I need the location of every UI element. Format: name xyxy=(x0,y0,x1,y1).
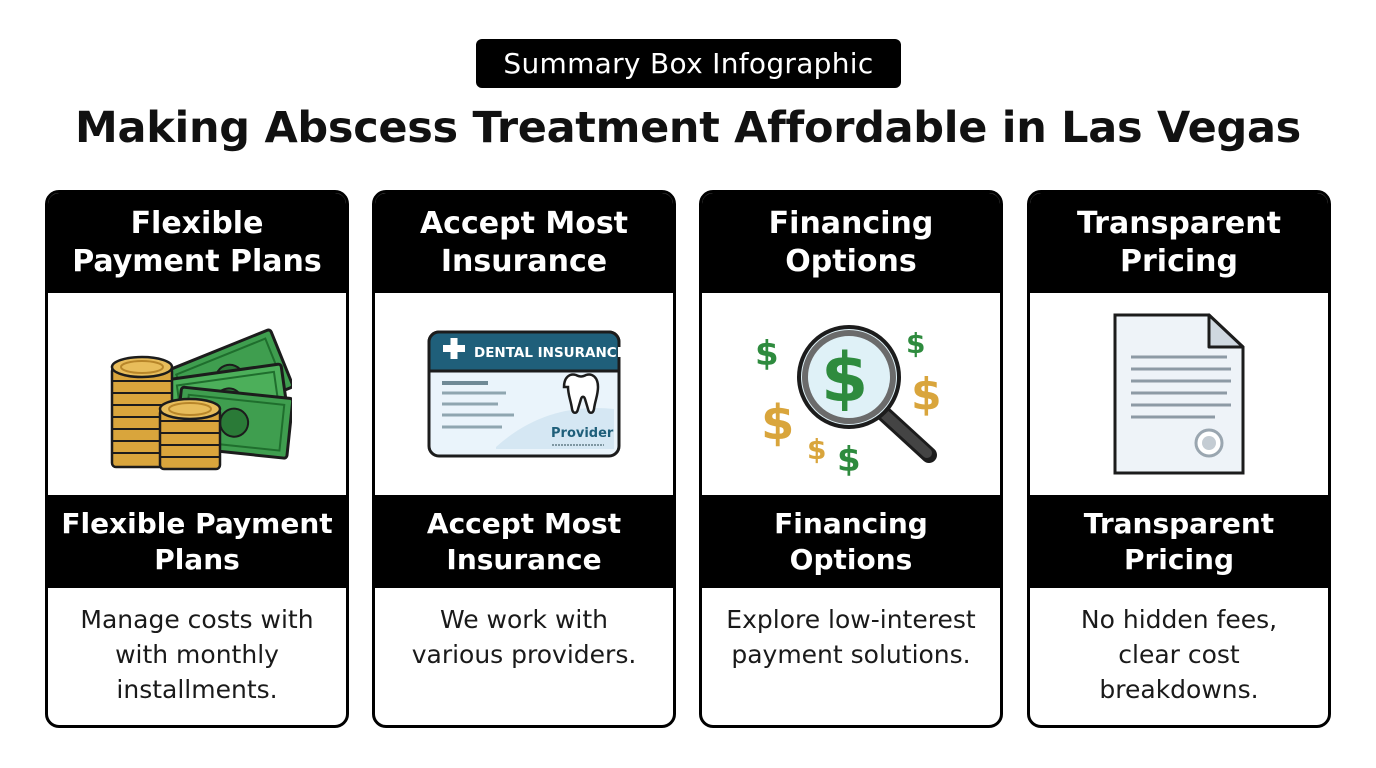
card-subheader: Accept Most Insurance xyxy=(375,495,673,588)
page-title: Making Abscess Treatment Affordable in L… xyxy=(75,103,1301,153)
card-accept-insurance: Accept Most Insurance DENTAL INSURANCE P… xyxy=(372,190,676,728)
magnifier-dollar-icon: $ $ $ $ $ $ $ xyxy=(702,293,1000,495)
card-financing-options: Financing Options $ $ $ $ $ $ $ Financin… xyxy=(699,190,1003,728)
svg-text:$: $ xyxy=(911,369,942,420)
card-subheader: Flexible Payment Plans xyxy=(48,495,346,588)
card-description: No hidden fees, clear cost breakdowns. xyxy=(1080,605,1278,704)
card-flexible-payment: Flexible Payment Plans xyxy=(45,190,349,728)
card-header: Financing Options xyxy=(702,193,1000,293)
card-description: Manage costs with with monthly installme… xyxy=(80,605,314,704)
insurance-card-title: DENTAL INSURANCE xyxy=(474,345,622,361)
card-transparent-pricing: Transparent Pricing Transparent Pricing … xyxy=(1027,190,1331,728)
card-description: Explore low-interest payment solutions. xyxy=(726,605,976,669)
document-icon xyxy=(1030,293,1328,495)
card-header: Transparent Pricing xyxy=(1030,193,1328,293)
svg-text:$: $ xyxy=(906,327,925,360)
card-header: Flexible Payment Plans xyxy=(48,193,346,293)
card-header: Accept Most Insurance xyxy=(375,193,673,293)
svg-text:$: $ xyxy=(821,339,868,418)
svg-text:$: $ xyxy=(837,440,861,479)
card-description: We work with various providers. xyxy=(411,605,637,669)
svg-text:$: $ xyxy=(761,395,794,451)
card-subheader: Transparent Pricing xyxy=(1030,495,1328,588)
card-subheader: Financing Options xyxy=(702,495,1000,588)
svg-text:$: $ xyxy=(755,334,779,374)
infographic-badge: Summary Box Infographic xyxy=(476,39,901,88)
dental-insurance-card-icon: DENTAL INSURANCE Provider xyxy=(375,293,673,495)
insurance-card-provider: Provider xyxy=(551,426,614,441)
svg-text:$: $ xyxy=(807,433,826,466)
cash-and-coins-icon xyxy=(48,293,346,495)
